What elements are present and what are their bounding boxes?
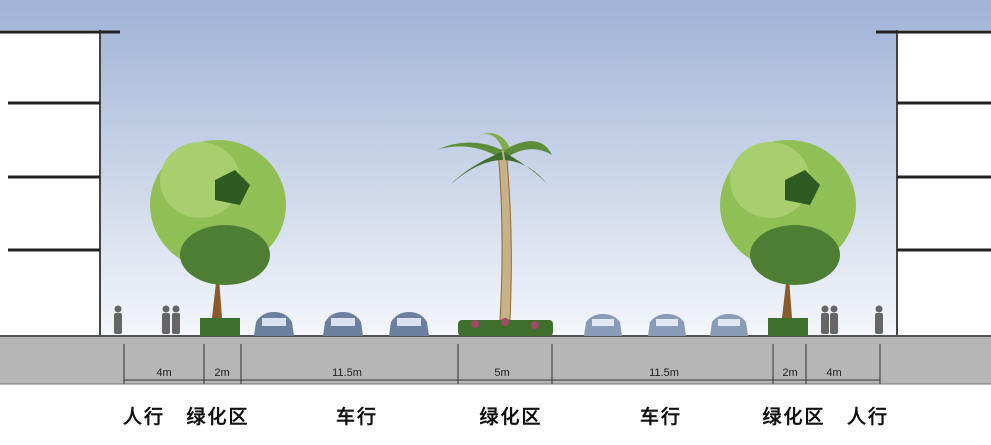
zone-label-green-left: 绿化区 [186,406,250,428]
car [323,312,363,336]
zone-label-lanes-left: 车行 [335,406,379,428]
dim-label-sidewalk-right: 4m [826,367,842,379]
dimension-line [123,344,881,384]
dim-label-green-right: 2m [782,367,798,379]
tree-left [150,140,286,336]
road-surface [0,336,991,384]
dim-label-green-left: 2m [214,367,230,379]
pedestrian [114,305,122,334]
pedestrian [830,305,838,334]
dim-label-lanes-left: 11.5m [332,367,362,379]
car [389,312,429,336]
building-left [0,30,120,336]
car [584,314,622,336]
palm-tree-median [436,133,553,336]
zone-label-green-right: 绿化区 [762,406,826,428]
tree-right [720,140,856,336]
dim-label-lanes-right: 11.5m [649,367,679,379]
car [710,314,748,336]
zone-label-median: 绿化区 [479,406,543,428]
pedestrian [172,305,180,334]
pedestrian [821,305,829,334]
pedestrian [875,305,883,334]
pedestrian [162,305,170,334]
zone-label-sidewalk-left: 人行 [122,406,166,428]
dim-label-sidewalk-left: 4m [156,367,172,379]
dim-label-median: 5m [494,367,510,379]
car [648,314,686,336]
car [254,312,294,336]
building-right [876,30,991,336]
zone-label-lanes-right: 车行 [639,406,683,428]
zone-label-sidewalk-right: 人行 [846,406,890,428]
